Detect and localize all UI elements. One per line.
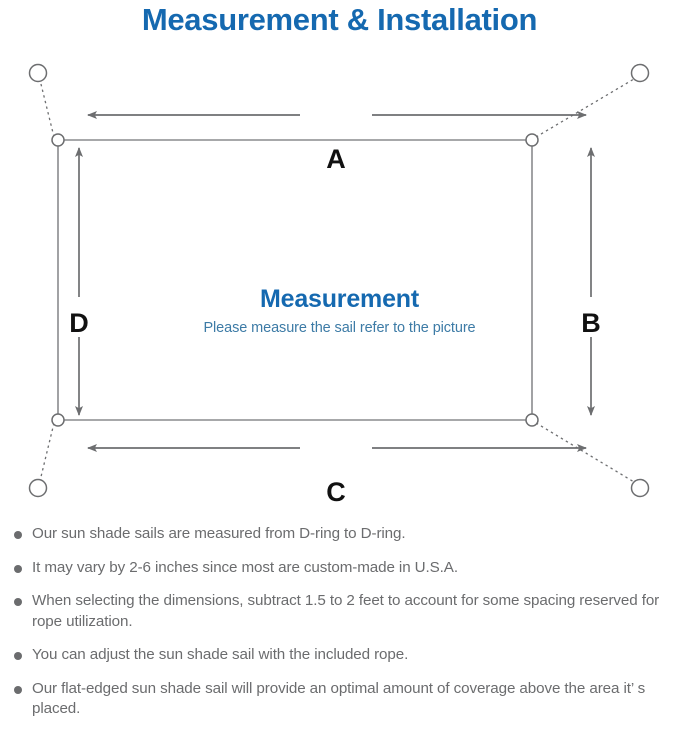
- bullet-icon: [14, 531, 22, 539]
- dimension-arrows: [75, 111, 595, 452]
- rope-top-right: [535, 75, 640, 138]
- bullet-icon: [14, 564, 22, 573]
- rope-bottom-right: [535, 422, 640, 486]
- rope-top-left: [38, 75, 55, 138]
- bullet-icon: [14, 652, 22, 660]
- dimension-label-d: D: [69, 308, 89, 338]
- list-item: Our sun shade sails are measured from D-…: [8, 524, 673, 545]
- list-item-text: It may vary by 2-6 inches since most are…: [32, 558, 458, 576]
- list-item: You can adjust the sun shade sail with t…: [8, 645, 673, 666]
- d-ring-top-left: [51, 133, 65, 147]
- bullet-icon: [14, 685, 22, 694]
- dimension-label-c: C: [326, 477, 346, 507]
- anchor-bottom-left: [28, 478, 48, 498]
- d-ring-top-right: [525, 133, 539, 147]
- page-title: Measurement & Installation: [141, 2, 538, 37]
- sail-rectangle: [57, 139, 533, 421]
- d-rings: [51, 133, 539, 427]
- d-ring-bottom-right: [525, 413, 539, 427]
- rope-lines: [38, 75, 640, 486]
- dimension-label-a: A: [326, 144, 346, 174]
- sail-body: [57, 139, 533, 421]
- list-item: It may vary by 2-6 inches since most are…: [8, 558, 673, 579]
- list-item-text: Our flat-edged sun shade sail will provi…: [32, 679, 646, 718]
- notes-list: Our sun shade sails are measured from D-…: [8, 524, 673, 720]
- anchor-top-left: [28, 63, 48, 83]
- list-item-text: Our sun shade sails are measured from D-…: [32, 525, 406, 542]
- list-item-text: You can adjust the sun shade sail with t…: [32, 646, 409, 663]
- bullet-icon: [14, 598, 22, 606]
- anchor-top-right: [630, 63, 650, 83]
- list-item: When selecting the dimensions, subtract …: [8, 591, 673, 632]
- list-item-text: When selecting the dimensions, subtract …: [32, 592, 660, 630]
- anchor-points: [28, 63, 650, 498]
- measurement-diagram: Measurement Please measure the sail refe…: [0, 45, 679, 515]
- list-item: Our flat-edged sun shade sail will provi…: [8, 679, 673, 720]
- d-ring-bottom-left: [51, 413, 65, 427]
- rope-bottom-left: [38, 422, 55, 486]
- dimension-label-b: B: [581, 308, 601, 338]
- diagram-svg: [28, 63, 650, 498]
- anchor-bottom-right: [630, 478, 650, 498]
